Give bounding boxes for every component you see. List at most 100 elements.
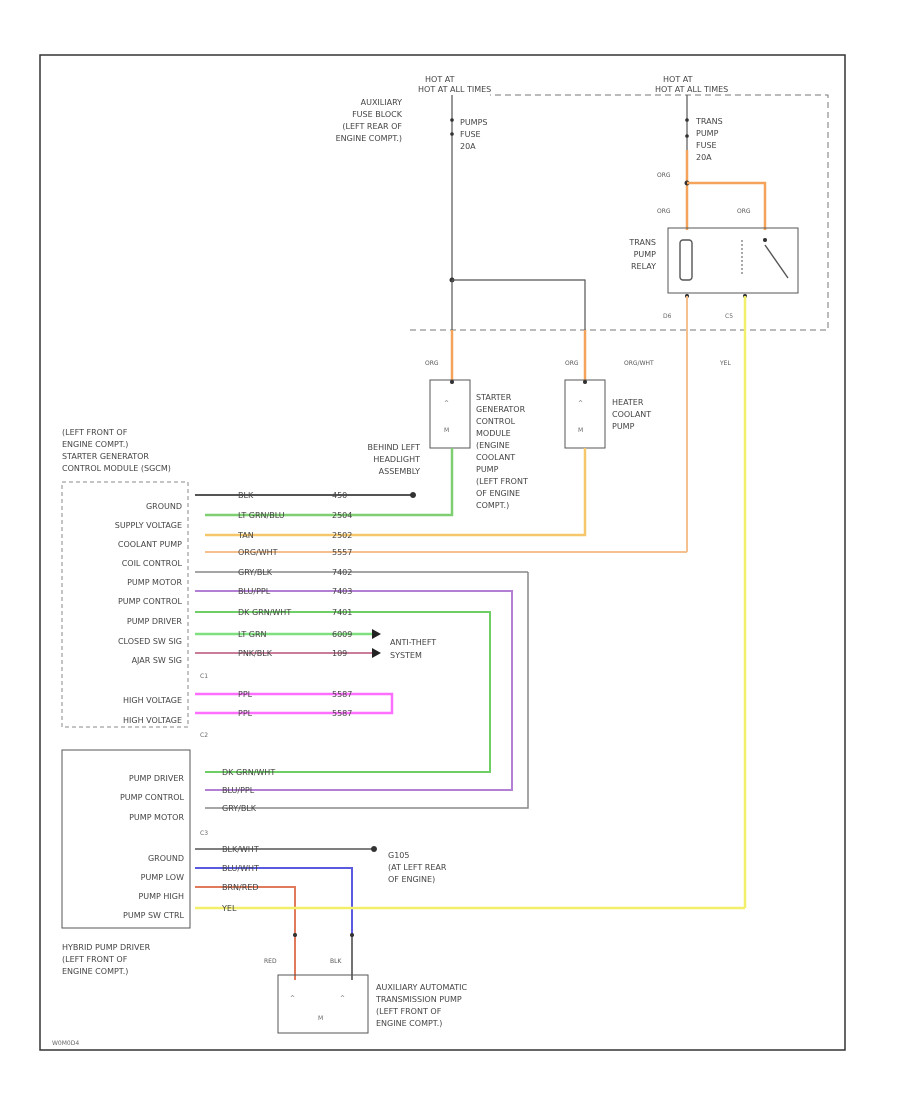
svg-text:2502: 2502 xyxy=(332,531,352,540)
svg-text:5587: 5587 xyxy=(332,709,352,718)
svg-text:COOLANT: COOLANT xyxy=(612,410,651,419)
aux-fuse-block-label: AUXILIARY FUSE BLOCK (LEFT REAR OF ENGIN… xyxy=(336,98,403,143)
aux-trans-pump-label: AUXILIARY AUTOMATIC TRANSMISSION PUMP (L… xyxy=(375,983,467,1028)
svg-text:STARTER: STARTER xyxy=(476,393,512,402)
svg-text:TRANS: TRANS xyxy=(628,238,656,247)
svg-text:ORG/WHT: ORG/WHT xyxy=(624,360,654,367)
svg-text:ORG/WHT: ORG/WHT xyxy=(238,548,278,557)
svg-text:HYBRID PUMP DRIVER: HYBRID PUMP DRIVER xyxy=(62,943,151,952)
svg-text:C2: C2 xyxy=(200,732,208,739)
svg-text:CONTROL: CONTROL xyxy=(476,417,516,426)
ground-point-icon xyxy=(410,492,416,498)
svg-text:ASSEMBLY: ASSEMBLY xyxy=(379,467,420,476)
svg-text:M: M xyxy=(578,427,583,434)
svg-text:ORG: ORG xyxy=(565,360,579,367)
svg-text:20A: 20A xyxy=(696,153,712,162)
svg-text:GROUND: GROUND xyxy=(146,502,182,511)
svg-text:(LEFT FRONT OF: (LEFT FRONT OF xyxy=(376,1007,442,1016)
svg-text:YEL: YEL xyxy=(719,360,731,367)
svg-text:BLK/WHT: BLK/WHT xyxy=(222,845,259,854)
svg-text:BLK: BLK xyxy=(238,491,254,500)
pumps-fuse-label: PUMPS FUSE 20A xyxy=(460,118,487,151)
relay-coil-icon xyxy=(679,239,693,281)
svg-text:TRANS: TRANS xyxy=(695,117,723,126)
svg-text:^: ^ xyxy=(290,995,295,1002)
svg-text:ENGINE COMPT.): ENGINE COMPT.) xyxy=(62,440,128,449)
svg-text:PUMP CONTROL: PUMP CONTROL xyxy=(118,597,183,606)
svg-text:GROUND: GROUND xyxy=(148,854,184,863)
svg-text:BLU/PPL: BLU/PPL xyxy=(238,587,271,596)
svg-text:450: 450 xyxy=(332,491,347,500)
svg-text:CLOSED SW SIG: CLOSED SW SIG xyxy=(118,637,182,646)
svg-text:(LEFT REAR OF: (LEFT REAR OF xyxy=(342,122,402,131)
svg-text:PUMP DRIVER: PUMP DRIVER xyxy=(129,774,185,783)
svg-text:ORG: ORG xyxy=(657,172,671,179)
heater-coolant-pump xyxy=(564,379,606,449)
svg-text:AUXILIARY AUTOMATIC: AUXILIARY AUTOMATIC xyxy=(376,983,467,992)
svg-text:PUMP CONTROL: PUMP CONTROL xyxy=(120,793,185,802)
svg-text:HIGH VOLTAGE: HIGH VOLTAGE xyxy=(123,716,182,725)
aux-transmission-pump xyxy=(277,974,369,1034)
svg-text:ENGINE COMPT.): ENGINE COMPT.) xyxy=(376,1019,442,1028)
svg-text:(ENGINE: (ENGINE xyxy=(476,441,510,450)
svg-text:AJAR SW SIG: AJAR SW SIG xyxy=(132,656,182,665)
diagram-id: W0M0D4 xyxy=(52,1040,79,1047)
svg-text:(AT LEFT REAR: (AT LEFT REAR xyxy=(388,863,447,872)
svg-text:M: M xyxy=(318,1015,323,1022)
behind-headlight-label: BEHIND LEFT HEADLIGHT ASSEMBLY xyxy=(368,443,421,476)
svg-text:RED: RED xyxy=(264,958,277,965)
svg-text:PPL: PPL xyxy=(238,690,253,699)
svg-text:DK GRN/WHT: DK GRN/WHT xyxy=(238,608,291,617)
svg-text:ORG: ORG xyxy=(737,208,751,215)
svg-text:SUPPLY VOLTAGE: SUPPLY VOLTAGE xyxy=(115,521,182,530)
svg-text:PUMP: PUMP xyxy=(612,422,635,431)
svg-text:YEL: YEL xyxy=(221,904,237,913)
svg-text:STARTER GENERATOR: STARTER GENERATOR xyxy=(62,452,149,461)
svg-text:COIL CONTROL: COIL CONTROL xyxy=(122,559,183,568)
svg-text:C1: C1 xyxy=(200,673,208,680)
svg-text:^: ^ xyxy=(340,995,345,1002)
svg-text:(LEFT FRONT OF: (LEFT FRONT OF xyxy=(62,955,128,964)
svg-text:^: ^ xyxy=(444,400,449,407)
starter-generator-label: STARTER GENERATOR CONTROL MODULE (ENGINE… xyxy=(476,393,528,510)
svg-text:7402: 7402 xyxy=(332,568,352,577)
hot-label-2b: HOT AT ALL TIMES xyxy=(655,85,728,94)
svg-text:(LEFT FRONT OF: (LEFT FRONT OF xyxy=(62,428,128,437)
svg-text:ENGINE COMPT.): ENGINE COMPT.) xyxy=(62,967,128,976)
svg-text:MODULE: MODULE xyxy=(476,429,511,438)
trans-pump-fuse-icon xyxy=(685,118,689,138)
svg-text:PNK/BLK: PNK/BLK xyxy=(238,649,273,658)
svg-text:AUXILIARY: AUXILIARY xyxy=(361,98,403,107)
svg-text:5557: 5557 xyxy=(332,548,352,557)
svg-text:D6: D6 xyxy=(663,313,672,320)
svg-text:FUSE BLOCK: FUSE BLOCK xyxy=(352,110,403,119)
svg-text:PUMP: PUMP xyxy=(634,250,657,259)
svg-text:PUMP: PUMP xyxy=(476,465,499,474)
svg-text:ORG: ORG xyxy=(657,208,671,215)
svg-text:C5: C5 xyxy=(725,313,733,320)
svg-text:C3: C3 xyxy=(200,830,208,837)
arrow-icon-2 xyxy=(372,648,381,658)
svg-text:OF ENGINE): OF ENGINE) xyxy=(388,875,435,884)
relay-switch-icon xyxy=(764,244,789,279)
sgcm-pin-labels: GROUND SUPPLY VOLTAGE COOLANT PUMP COIL … xyxy=(115,502,183,725)
svg-text:PPL: PPL xyxy=(238,709,253,718)
svg-text:CONTROL MODULE (SGCM): CONTROL MODULE (SGCM) xyxy=(62,464,171,473)
trans-pump-relay xyxy=(667,227,799,294)
svg-text:FUSE: FUSE xyxy=(696,141,717,150)
svg-text:HEATER: HEATER xyxy=(612,398,644,407)
anti-theft-label: ANTI-THEFT SYSTEM xyxy=(390,638,436,660)
svg-text:OF ENGINE: OF ENGINE xyxy=(476,489,520,498)
svg-text:BRN/RED: BRN/RED xyxy=(222,883,259,892)
trans-pump-fuse-label: TRANS PUMP FUSE 20A xyxy=(695,117,723,162)
svg-text:BEHIND LEFT: BEHIND LEFT xyxy=(368,443,421,452)
svg-text:20A: 20A xyxy=(460,142,476,151)
hot-label-1b: HOT AT ALL TIMES xyxy=(418,85,491,94)
svg-text:PUMP: PUMP xyxy=(696,129,719,138)
svg-text:COMPT.): COMPT.) xyxy=(476,501,509,510)
svg-text:PUMP LOW: PUMP LOW xyxy=(141,873,184,882)
g105-label: G105 (AT LEFT REAR OF ENGINE) xyxy=(388,851,447,884)
svg-text:7401: 7401 xyxy=(332,608,352,617)
heater-coolant-pump-label: HEATER COOLANT PUMP xyxy=(612,398,651,431)
